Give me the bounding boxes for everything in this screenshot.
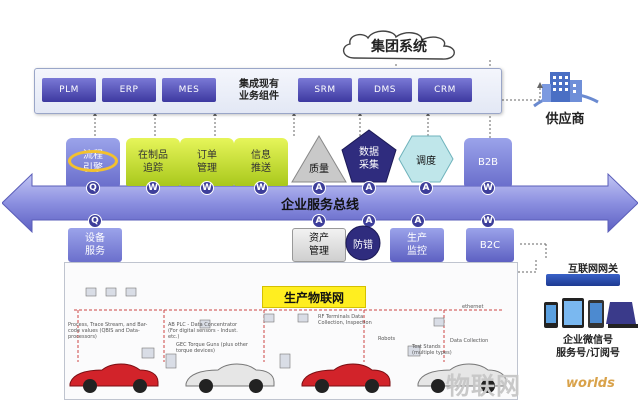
service-label-line2: 管理 [309,246,329,257]
internet-gateway-label: 互联网网关 [568,264,618,275]
group-system-label: 集团系统 [371,39,427,55]
system-crm[interactable]: CRM [418,78,472,102]
service-data-collection-label: 数据采集 [340,146,398,172]
service-label-line1: 信息 [251,150,271,161]
service-label-line1: B2C [479,239,501,251]
system-erp[interactable]: ERP [102,78,156,102]
service-quality-label: 质量 [309,164,329,175]
system-srm[interactable]: SRM [298,78,352,102]
plant-note: ethernet [462,304,484,310]
service-scheduling[interactable] [398,134,454,184]
port-w: W [481,181,495,195]
port-w: W [254,181,268,195]
legacy-label-line1: 集成现有 [239,79,279,90]
plant-note: Data Collection [450,338,489,344]
port-a: A [312,181,326,195]
highlight-ring [68,150,118,172]
plant-note: Process, Trace Stream, and Bar-code valu… [68,322,148,340]
service-info-push[interactable]: 信息推送 [234,138,288,186]
service-label-line2: 监控 [407,246,427,257]
service-label-line1: B2B [477,156,499,168]
system-plm[interactable]: PLM [42,78,96,102]
service-label-line1: 设备 [85,233,105,244]
gateway-device-icon [546,274,620,286]
plant-network-lines [74,287,504,369]
service-error-proofing[interactable] [344,224,382,262]
system-mes[interactable]: MES [162,78,216,102]
wechat-account-label: 企业微信号 服务号/订阅号 [548,334,628,360]
mobile-devices-icon [544,298,638,328]
port-a: A [362,181,376,195]
car-icon [69,363,159,393]
watermark-logo: worlds [566,376,615,391]
service-label-line1: 订单 [197,150,217,161]
service-label-line2: 管理 [197,163,217,174]
system-dms[interactable]: DMS [358,78,412,102]
cloud-icon [343,30,455,60]
service-label-line2: 服务 [85,246,105,257]
plant-note: Test Stands (multiple types) [412,344,452,356]
wechat-line2: 服务号/订阅号 [556,348,620,359]
service-b2c[interactable]: B2C [466,228,514,262]
service-asset-management[interactable]: 资产管理 [292,228,346,262]
service-scheduling-label: 调度 [416,156,436,167]
enterprise-service-bus-arrow [2,172,638,234]
service-label-line1: 数据 [359,147,379,158]
port-w: W [146,181,160,195]
service-production-monitoring[interactable]: 生产监控 [390,228,444,262]
port-w: W [481,214,495,228]
legacy-components-label: 集成现有 业务组件 [224,79,294,103]
port-a: A [419,181,433,195]
plant-note: Robots [378,336,396,342]
service-label-line2: 追踪 [143,163,163,174]
port-a: A [411,214,425,228]
plant-note: GEC Torque Guns (plus other torque devic… [176,342,248,354]
car-icon [417,363,506,393]
plant-note: AB PLC - Data Concentrator (For digital … [168,322,238,340]
service-error-proofing-label: 防错 [353,240,373,251]
port-q: Q [86,181,100,195]
service-equipment[interactable]: 设备服务 [68,228,122,262]
group-system-cloud: 集团系统 [336,28,462,64]
production-iot-title: 生产物联网 [262,286,366,308]
supplier-label: 供应商 [545,112,585,127]
wechat-line1: 企业微信号 [563,335,613,346]
service-label-line1: 生产 [407,233,427,244]
legacy-label-line2: 业务组件 [239,91,279,102]
plant-note: RF Terminals Data Collection, Inspection [318,314,372,326]
port-w: W [200,181,214,195]
service-wip-tracking[interactable]: 在制品追踪 [126,138,180,186]
car-icon [301,363,391,393]
service-label-line2: 采集 [359,160,379,171]
service-label-line1: 在制品 [138,150,168,161]
port-q: Q [88,214,102,228]
service-label-line2: 推送 [251,163,271,174]
service-bus-label: 企业服务总线 [280,198,359,213]
production-line-cars [69,363,506,393]
watermark-text: 物联网 [446,372,521,400]
service-order-management[interactable]: 订单管理 [180,138,234,186]
car-icon [185,363,275,393]
port-a: A [312,214,326,228]
service-b2b[interactable]: B2B [464,138,512,186]
supplier-building-icon [528,66,602,120]
service-label-line1: 资产 [309,233,329,244]
